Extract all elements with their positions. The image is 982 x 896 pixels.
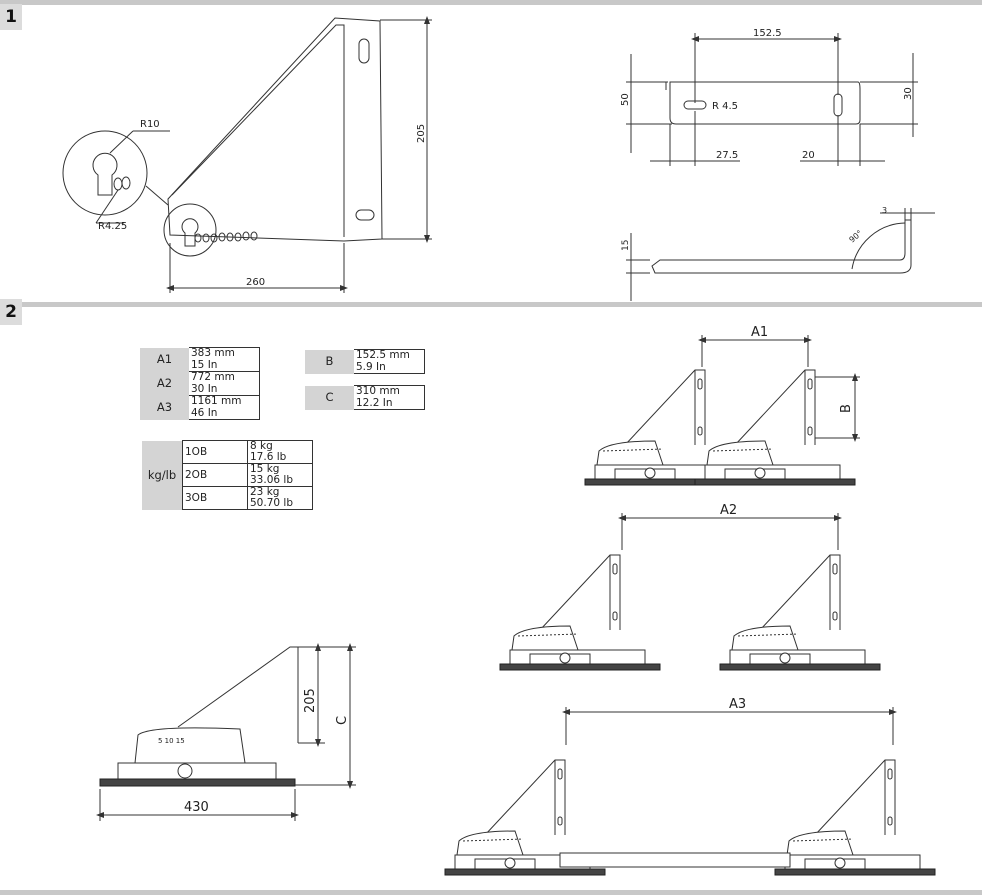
slot-top — [358, 38, 370, 64]
table-in: 5.9 In — [354, 361, 425, 374]
table-weight: kg/lb 1OB 8 kg 17.6 lb 2OB 15 kg 33.06 l… — [142, 440, 313, 510]
technical-drawing-panel-1: R10 R4.25 205 260 152.5 50 30 R 4.5 27.5… — [62, 16, 935, 301]
slot-bottom — [355, 209, 375, 221]
table-key: A1 — [140, 347, 189, 372]
label-b: B — [839, 404, 854, 413]
plate-side-view — [651, 219, 912, 274]
table-in: 12.2 In — [354, 397, 425, 410]
dim-r425: R4.25 — [98, 221, 127, 232]
label-a1: A1 — [751, 325, 768, 340]
table-row: 3OB 23 kg — [142, 486, 313, 510]
fixture-single-side: 5 10 15 — [99, 646, 299, 787]
panel-number-2: 2 — [0, 299, 22, 325]
table-row: 2OB 15 kg — [142, 463, 313, 487]
table-in: 46 In — [189, 407, 260, 420]
table-lb: 50.70 lb — [247, 498, 313, 510]
dim-50: 50 — [620, 93, 631, 106]
dim-205: 205 — [416, 124, 427, 143]
plate-slot-right — [833, 93, 843, 117]
dim-152-5: 152.5 — [753, 28, 782, 39]
label-205: 205 — [303, 688, 318, 713]
label-430: 430 — [184, 800, 209, 815]
table-key: B — [305, 349, 354, 374]
table-key: 2OB — [182, 463, 248, 487]
table-key: 1OB — [182, 440, 248, 464]
table-row: A2 772 mm — [140, 371, 260, 396]
section-divider-middle — [0, 302, 982, 307]
fixture-set-2ob — [499, 554, 881, 671]
keyhole-detail-zoom — [62, 130, 148, 216]
dim-90-deg: 90° — [848, 229, 865, 245]
fixture-set-1ob — [584, 369, 856, 486]
scale-marks: 5 10 15 — [158, 737, 185, 745]
table-kg: 8 kg — [247, 440, 313, 452]
section-divider-top — [0, 0, 982, 5]
table-key: A2 — [140, 371, 189, 396]
weight-label: kg/lb — [142, 440, 183, 510]
bracket-outline — [167, 17, 383, 242]
label-c: C — [335, 716, 350, 725]
dim-r4-5: R 4.5 — [712, 101, 738, 112]
dim-3: 3 — [882, 206, 887, 215]
plate-top-view — [669, 81, 861, 125]
dim-15: 15 — [621, 240, 631, 251]
dim-30: 30 — [903, 87, 914, 100]
table-lb: 33.06 lb — [247, 475, 313, 487]
section-divider-bottom — [0, 890, 982, 895]
table-kg: 23 kg — [247, 486, 313, 498]
dim-20: 20 — [802, 150, 815, 161]
table-kg: 15 kg — [247, 463, 313, 475]
table-mm: 152.5 mm — [354, 349, 425, 362]
table-row: A1 383 mm — [140, 347, 260, 372]
table-a-spacing: A1 383 mm 15 In A2 772 mm 30 In A3 1161 … — [140, 347, 260, 420]
label-a2: A2 — [720, 503, 737, 518]
table-row: B 152.5 mm — [305, 349, 425, 374]
table-lb: 17.6 lb — [247, 452, 313, 464]
label-a3: A3 — [729, 697, 746, 712]
table-key: C — [305, 385, 354, 410]
panel-number-1: 1 — [0, 4, 22, 30]
keyhole-detail-small — [163, 203, 217, 257]
dim-r10: R10 — [140, 119, 160, 130]
fixture-set-3ob — [444, 759, 936, 876]
technical-drawing-panel-2: 5 10 15 A1 A2 A3 B C 205 430 — [96, 325, 936, 876]
table-mm: 383 mm — [189, 347, 260, 360]
table-row: kg/lb 1OB 8 kg — [142, 440, 313, 510]
table-mm: 1161 mm — [189, 395, 260, 408]
table-mm: 310 mm — [354, 385, 425, 398]
table-key: 3OB — [182, 486, 248, 510]
table-row: C 310 mm — [305, 385, 425, 410]
dim-27-5: 27.5 — [716, 150, 738, 161]
table-b-c: B 152.5 mm 5.9 In C 310 mm 12.2 In — [305, 349, 425, 410]
dim-260: 260 — [246, 277, 265, 288]
table-row: A3 1161 mm — [140, 395, 260, 420]
table-mm: 772 mm — [189, 371, 260, 384]
table-key: A3 — [140, 395, 189, 420]
